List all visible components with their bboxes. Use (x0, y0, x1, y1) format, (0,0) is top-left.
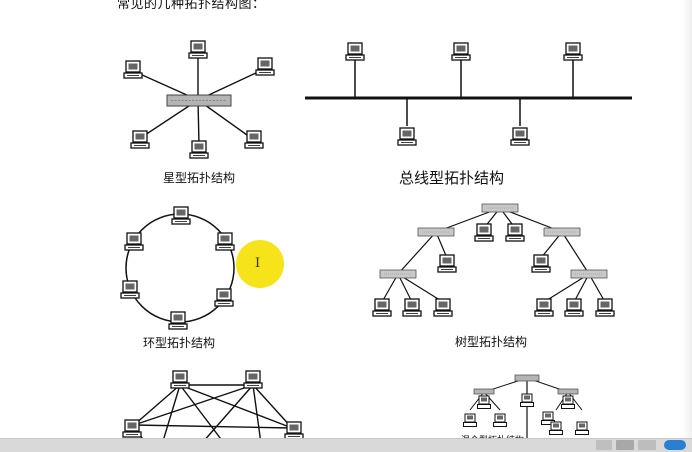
taskbar-app-icon[interactable] (664, 440, 686, 450)
ring-topology-label: 环型拓扑结构 (143, 336, 216, 350)
bus-topology (305, 42, 632, 146)
taskbar-button[interactable] (638, 440, 656, 450)
taskbar-button[interactable] (596, 440, 612, 450)
text-cursor-icon: I (255, 256, 261, 271)
star-topology-label: 星型拓扑结构 (163, 171, 236, 185)
page-title: 常见的几种拓扑结构图： (117, 0, 266, 12)
star-topology (123, 40, 275, 159)
tree-topology-label: 树型拓扑结构 (455, 335, 528, 349)
tree-topology (372, 203, 615, 317)
ring-topology (120, 206, 235, 330)
taskbar (0, 438, 692, 452)
taskbar-button[interactable] (616, 440, 634, 450)
edge-shadow (682, 0, 692, 451)
bus-topology-label: 总线型拓扑结构 (399, 169, 505, 187)
hybrid-topology (463, 374, 589, 441)
cursor-highlight (236, 240, 284, 288)
